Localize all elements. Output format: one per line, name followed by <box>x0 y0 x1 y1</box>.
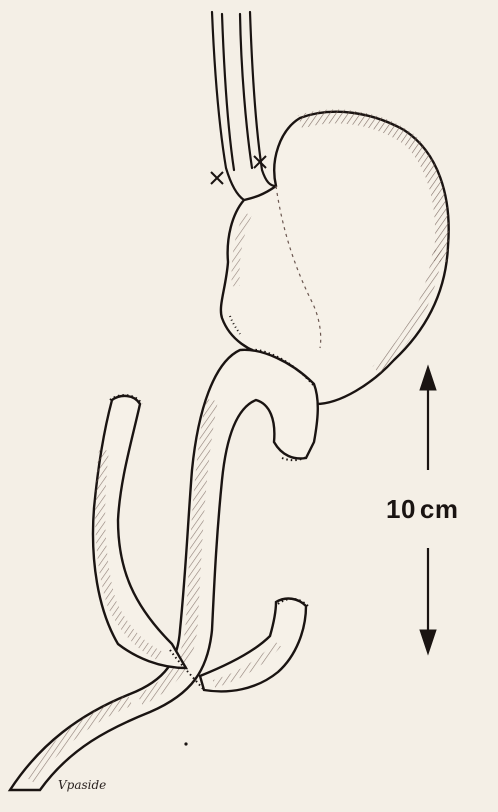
roux-limb-end <box>200 599 306 692</box>
artist-signature: Vpaside <box>58 778 106 792</box>
jejunal-limb <box>10 350 318 790</box>
measurement-value: 10 <box>386 494 416 524</box>
cross-icon <box>211 156 266 184</box>
ink-dot <box>184 742 187 745</box>
biliopancreatic-limb <box>93 396 186 668</box>
measurement-unit: cm <box>420 494 459 524</box>
arrow-down-icon <box>420 630 436 654</box>
arrow-up-icon <box>420 366 436 390</box>
esophagus <box>212 12 276 200</box>
